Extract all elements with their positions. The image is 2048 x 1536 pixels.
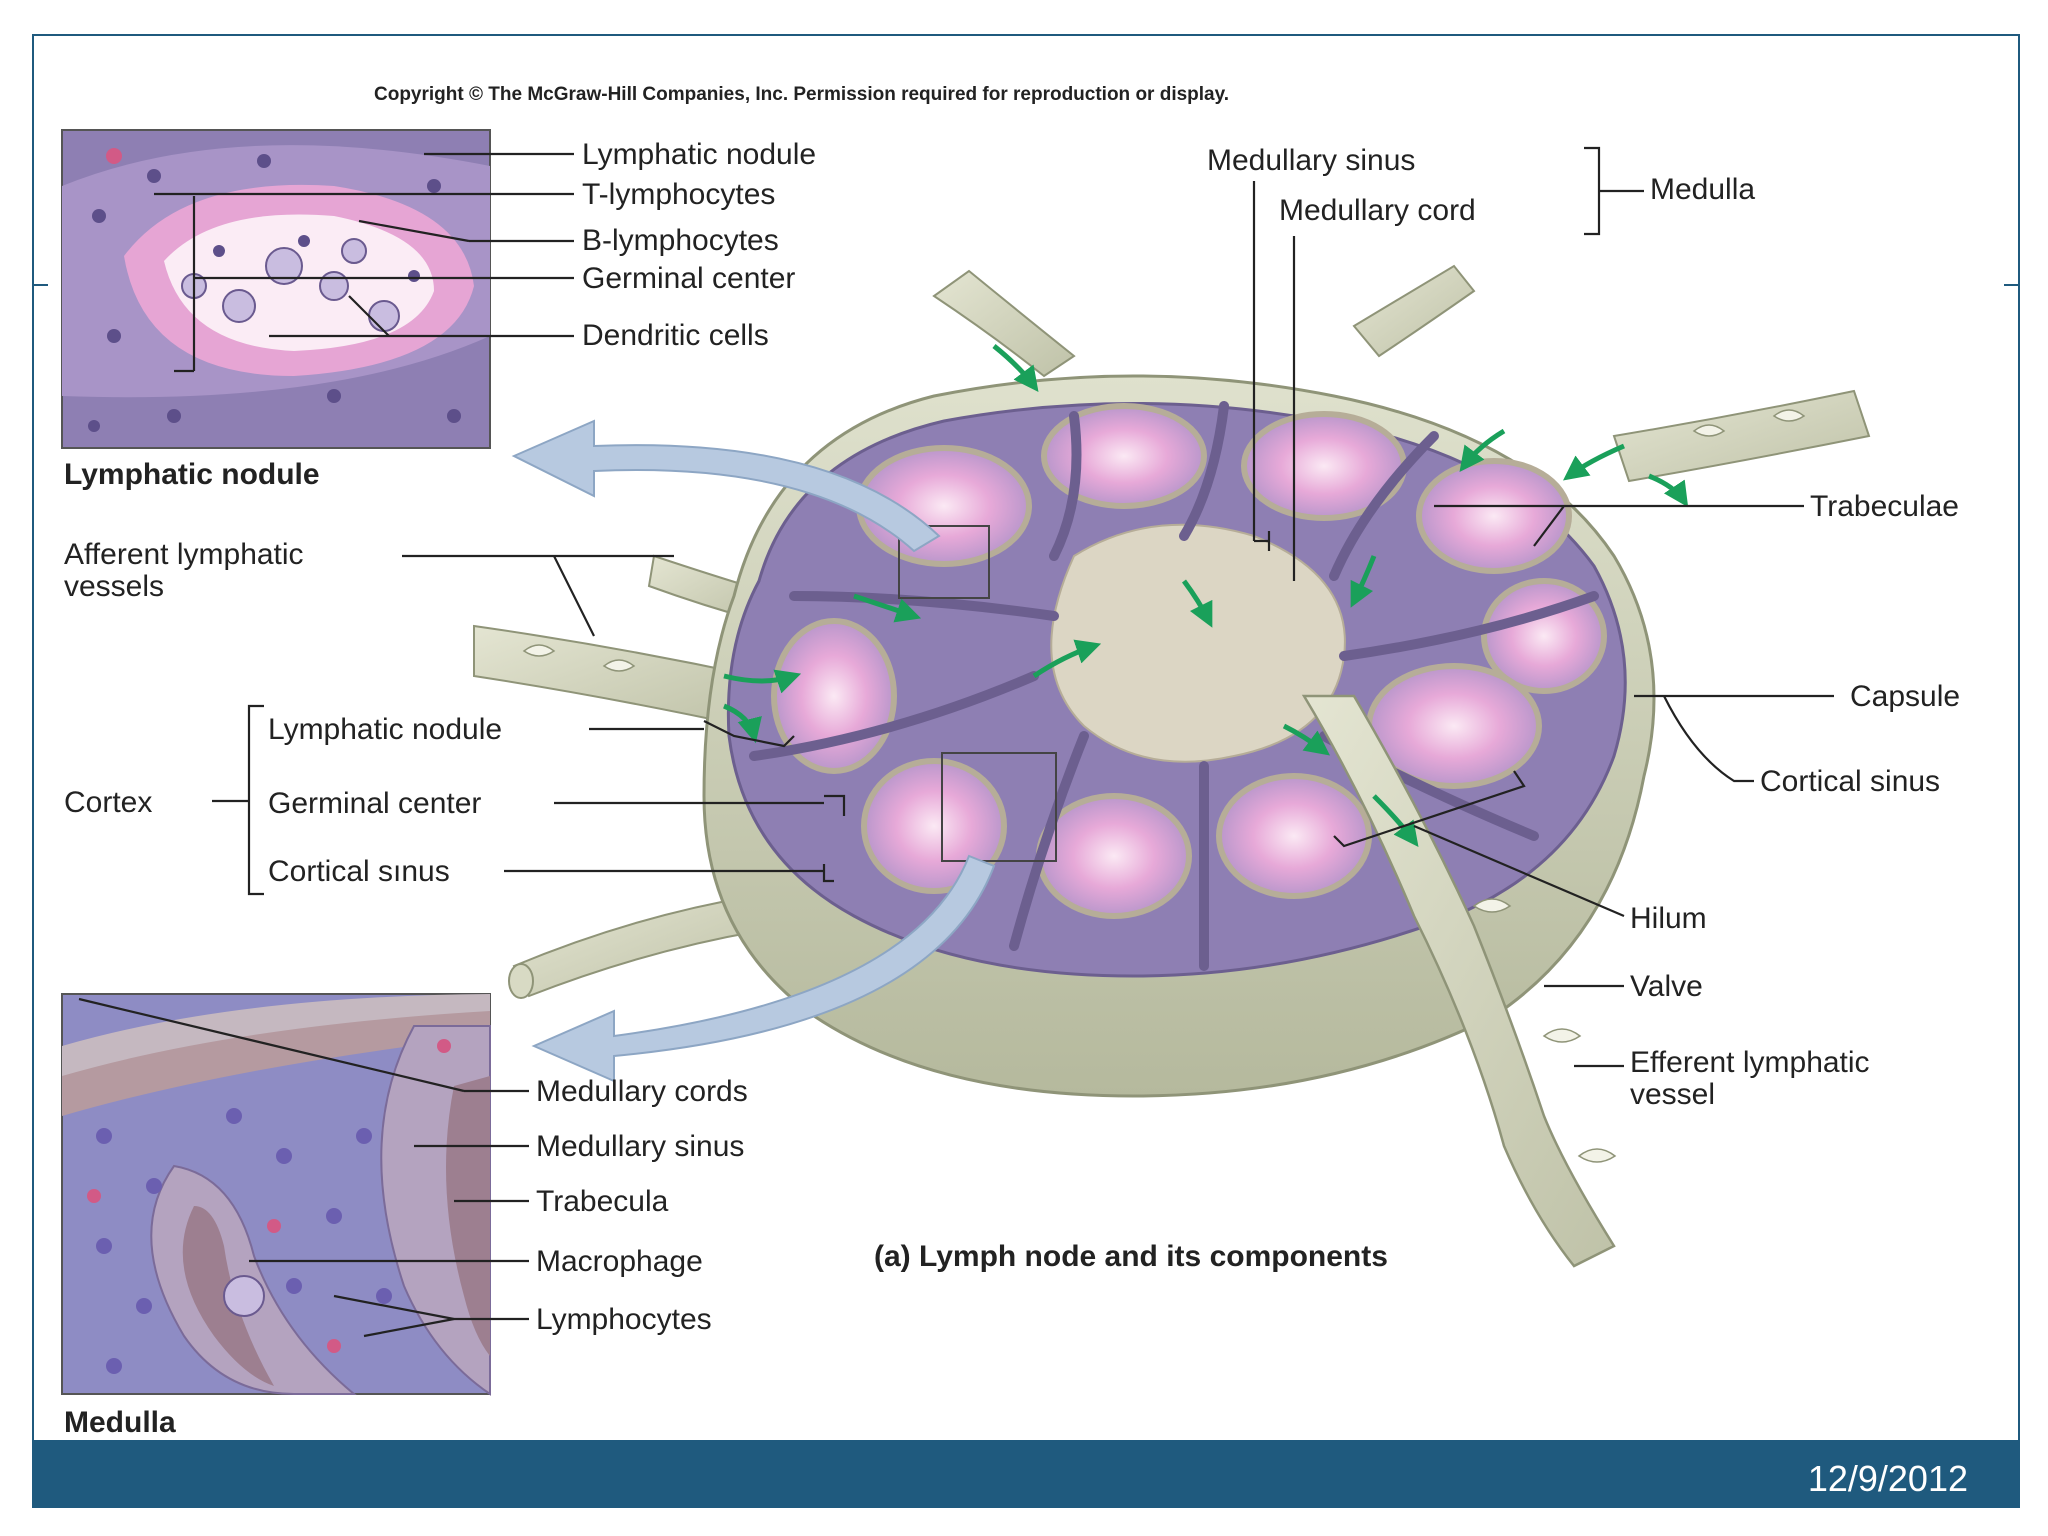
afferent-vessel-top-right xyxy=(1352,264,1476,358)
label-valve: Valve xyxy=(1630,970,1703,1003)
vessel-lower-left xyxy=(508,894,761,999)
figure-caption: (a) Lymph node and its components xyxy=(874,1240,1388,1273)
right-edge-dash xyxy=(2004,284,2018,286)
label-efferent-line2: vessel xyxy=(1630,1078,1715,1111)
label-trabeculae: Trabeculae xyxy=(1810,490,1959,523)
nodule-inset-labels: Lymphatic nodule T-lymphocytes B-lymphoc… xyxy=(582,138,816,352)
efferent-vessel xyxy=(1301,694,1617,1268)
label-trabecula: Trabecula xyxy=(536,1185,669,1218)
medulla-inset-leaders xyxy=(78,997,529,1338)
label-b-lymphocytes: B-lymphocytes xyxy=(582,224,779,257)
label-macrophage: Macrophage xyxy=(536,1245,703,1278)
medulla-zoom-box xyxy=(941,752,1057,862)
label-efferent-line1: Efferent lymphatic xyxy=(1630,1046,1870,1079)
flow-arrows xyxy=(723,344,1689,847)
callout-arrow-to-nodule-inset xyxy=(511,419,941,553)
nodule-inset-leaders xyxy=(154,152,574,373)
slide: Copyright © The McGraw-Hill Companies, I… xyxy=(32,34,2020,1508)
label-dendritic-cells: Dendritic cells xyxy=(582,319,769,352)
lymphatic-nodule-inset-title: Lymphatic nodule xyxy=(64,458,320,491)
main-leaders xyxy=(212,146,1834,1068)
label-medulla: Medulla xyxy=(1650,173,1755,206)
label-lymphocytes: Lymphocytes xyxy=(536,1303,712,1336)
label-cortex-germinal-center: Germinal center xyxy=(268,787,481,820)
afferent-vessel-top xyxy=(932,269,1076,378)
lymph-node-figure: Copyright © The McGraw-Hill Companies, I… xyxy=(61,84,1960,1436)
label-medullary-cord: Medullary cord xyxy=(1279,194,1476,227)
lymphatic-nodule-inset xyxy=(61,129,491,449)
footer-bar: 12/9/2012 xyxy=(34,1440,2018,1506)
label-cortical-sinus-right: Cortical sinus xyxy=(1760,765,1940,798)
medulla-inset-title: Medulla xyxy=(64,1406,176,1436)
label-germinal-center: Germinal center xyxy=(582,262,795,295)
label-medullary-sinus-inset: Medullary sinus xyxy=(536,1130,744,1163)
footer-date: 12/9/2012 xyxy=(1807,1458,1968,1499)
left-edge-dash xyxy=(34,284,48,286)
label-cortex: Cortex xyxy=(64,786,152,819)
label-t-lymphocytes: T-lymphocytes xyxy=(582,178,775,211)
label-capsule: Capsule xyxy=(1850,680,1960,713)
label-afferent-line1: Afferent lymphatic xyxy=(64,538,304,571)
medulla-inset xyxy=(61,993,491,1396)
afferent-vessel-right xyxy=(1612,389,1871,483)
label-medullary-cords: Medullary cords xyxy=(536,1075,748,1108)
medulla-region xyxy=(1050,523,1346,763)
label-cortex-cortical-sinus: Cortical sınus xyxy=(268,855,450,888)
label-lymphatic-nodule: Lymphatic nodule xyxy=(582,138,816,171)
main-labels: Medullary sinus Medullary cord Medulla T… xyxy=(64,144,1960,1111)
label-cortex-lymphatic-nodule: Lymphatic nodule xyxy=(268,713,502,746)
label-hilum: Hilum xyxy=(1630,902,1707,935)
nodule-zoom-box xyxy=(898,525,990,599)
label-medullary-sinus: Medullary sinus xyxy=(1207,144,1415,177)
callout-arrow-to-medulla-inset xyxy=(531,854,996,1083)
label-afferent-line2: vessels xyxy=(64,570,164,603)
copyright-text: Copyright © The McGraw-Hill Companies, I… xyxy=(374,84,1229,105)
medulla-inset-labels: Medullary cords Medullary sinus Trabecul… xyxy=(536,1075,748,1336)
